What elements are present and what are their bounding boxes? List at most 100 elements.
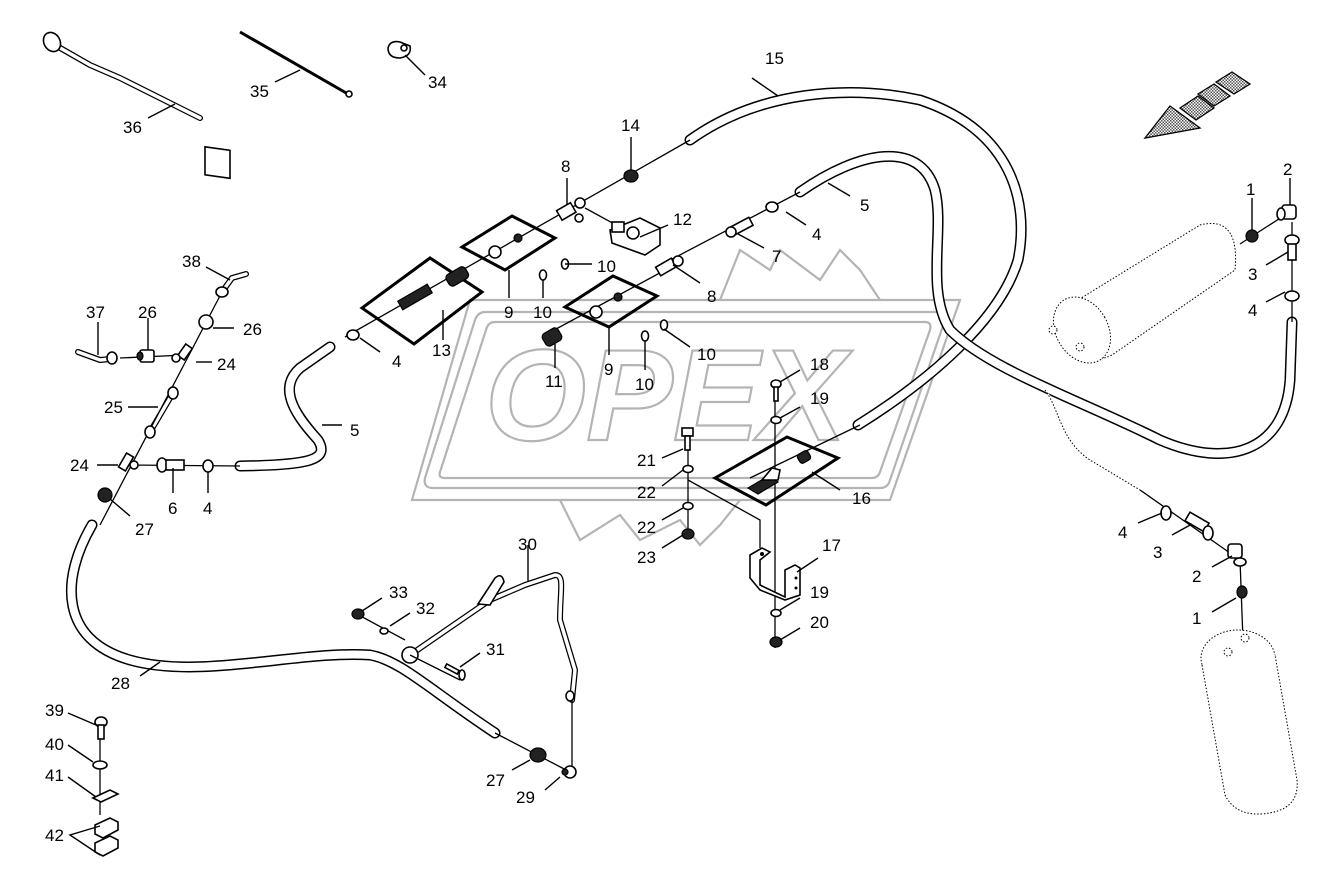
callout-24: 24 — [70, 456, 89, 475]
fitting-3-lower — [1183, 511, 1214, 541]
callout-30: 30 — [518, 535, 537, 554]
tee-fitting-8-upper — [555, 197, 586, 223]
washer-22-lower — [682, 501, 694, 511]
callout-3: 3 — [1153, 543, 1162, 562]
callout-5: 5 — [860, 196, 869, 215]
pipe-37 — [75, 349, 113, 363]
o-ring-10-a — [538, 269, 548, 281]
callout-23: 23 — [637, 548, 656, 567]
callout-27: 27 — [486, 771, 505, 790]
hose-clamp-4-d — [1284, 290, 1300, 302]
callout-26: 26 — [138, 303, 157, 322]
nut-25-upper — [167, 386, 179, 400]
callout-33: 33 — [389, 583, 408, 602]
callout-4: 4 — [1248, 301, 1257, 320]
o-ring-10-d — [659, 319, 669, 331]
tee-24-lower — [117, 451, 139, 473]
callout-39: 39 — [45, 701, 64, 720]
tee-24-upper — [171, 342, 194, 363]
kit-box-16 — [711, 435, 842, 507]
callout-10: 10 — [635, 375, 654, 394]
callout-22: 22 — [637, 483, 656, 502]
callout-14: 14 — [621, 116, 640, 135]
callout-28: 28 — [111, 674, 130, 693]
kit-box-9-lower — [561, 274, 661, 329]
watermark-logo: OPEX — [410, 248, 962, 547]
callout-19: 19 — [810, 583, 829, 602]
nut-38-end — [215, 286, 229, 298]
callout-12: 12 — [673, 210, 692, 229]
air-tank-upper — [1048, 223, 1237, 364]
fitting-14 — [623, 169, 639, 183]
washer-40 — [92, 760, 108, 770]
washer-19-lower — [770, 608, 782, 618]
air-tank-lower — [1200, 629, 1298, 815]
callout-29: 29 — [516, 788, 535, 807]
tee-fitting-8-lower — [654, 255, 684, 277]
callout-1: 1 — [1192, 609, 1201, 628]
nut-25-lower — [144, 425, 156, 439]
callout-4: 4 — [203, 499, 212, 518]
hose-clamp-4-e — [1160, 505, 1172, 521]
hose-5-left — [234, 341, 336, 472]
callout-19: 19 — [810, 389, 829, 408]
filter-11 — [541, 327, 563, 347]
callout-22: 22 — [637, 518, 656, 537]
kit-16-parts — [746, 450, 812, 495]
callout-2: 2 — [1192, 567, 1201, 586]
nut-26-right — [198, 314, 214, 330]
callout-24: 24 — [217, 355, 236, 374]
callout-36: 36 — [123, 118, 142, 137]
callout-35: 35 — [250, 82, 269, 101]
callout-8: 8 — [707, 287, 716, 306]
hose-15 — [684, 87, 1027, 431]
callout-9: 9 — [604, 360, 613, 379]
clamp-34 — [387, 40, 412, 59]
clamp-halves-42 — [94, 817, 119, 857]
nut-27-left — [97, 487, 113, 503]
callout-20: 20 — [810, 613, 829, 632]
pipe-25 — [147, 390, 176, 435]
bolt-39 — [94, 716, 108, 740]
callout-2: 2 — [1283, 160, 1292, 179]
nut-20 — [769, 636, 783, 648]
nut-26-left — [136, 349, 155, 363]
washer-32 — [379, 627, 389, 635]
hose-clamp-4-b — [346, 329, 360, 341]
hose-phantom — [1044, 389, 1141, 491]
nut-23 — [681, 528, 695, 540]
kit-13-parts — [396, 266, 470, 311]
nut-37-end — [106, 351, 118, 365]
fitting-1-upper — [1245, 229, 1259, 243]
fitting-7 — [725, 216, 755, 238]
washer-19-upper — [770, 415, 782, 425]
callout-5: 5 — [350, 421, 359, 440]
pipe-30 — [401, 572, 578, 703]
callout-7: 7 — [772, 247, 781, 266]
watermark-text: OPEX — [485, 322, 854, 468]
callout-26: 26 — [243, 320, 262, 339]
washer-22-upper — [682, 464, 694, 474]
callout-15: 15 — [765, 49, 784, 68]
callout-13: 13 — [432, 341, 451, 360]
callout-10: 10 — [697, 345, 716, 364]
hose-28 — [65, 519, 501, 739]
direction-arrow-icon — [1143, 71, 1252, 139]
bolt-21 — [681, 427, 694, 451]
callout-8: 8 — [561, 157, 570, 176]
kit-9-parts-upper — [488, 233, 523, 259]
callout-31: 31 — [486, 640, 505, 659]
callout-16: 16 — [852, 489, 871, 508]
callout-38: 38 — [182, 252, 201, 271]
callout-27: 27 — [135, 520, 154, 539]
callout-40: 40 — [45, 735, 64, 754]
kit-9-parts-lower — [589, 292, 623, 319]
kit-box-9-upper — [458, 214, 559, 272]
callout-labels: 1 1 2 2 3 3 4 4 4 4 4 5 5 6 7 8 8 9 9 10… — [45, 49, 1292, 845]
callout-9: 9 — [504, 303, 513, 322]
callout-1: 1 — [1246, 180, 1255, 199]
callout-10: 10 — [597, 257, 616, 276]
nut-33 — [351, 608, 365, 620]
screw-18 — [770, 379, 782, 402]
